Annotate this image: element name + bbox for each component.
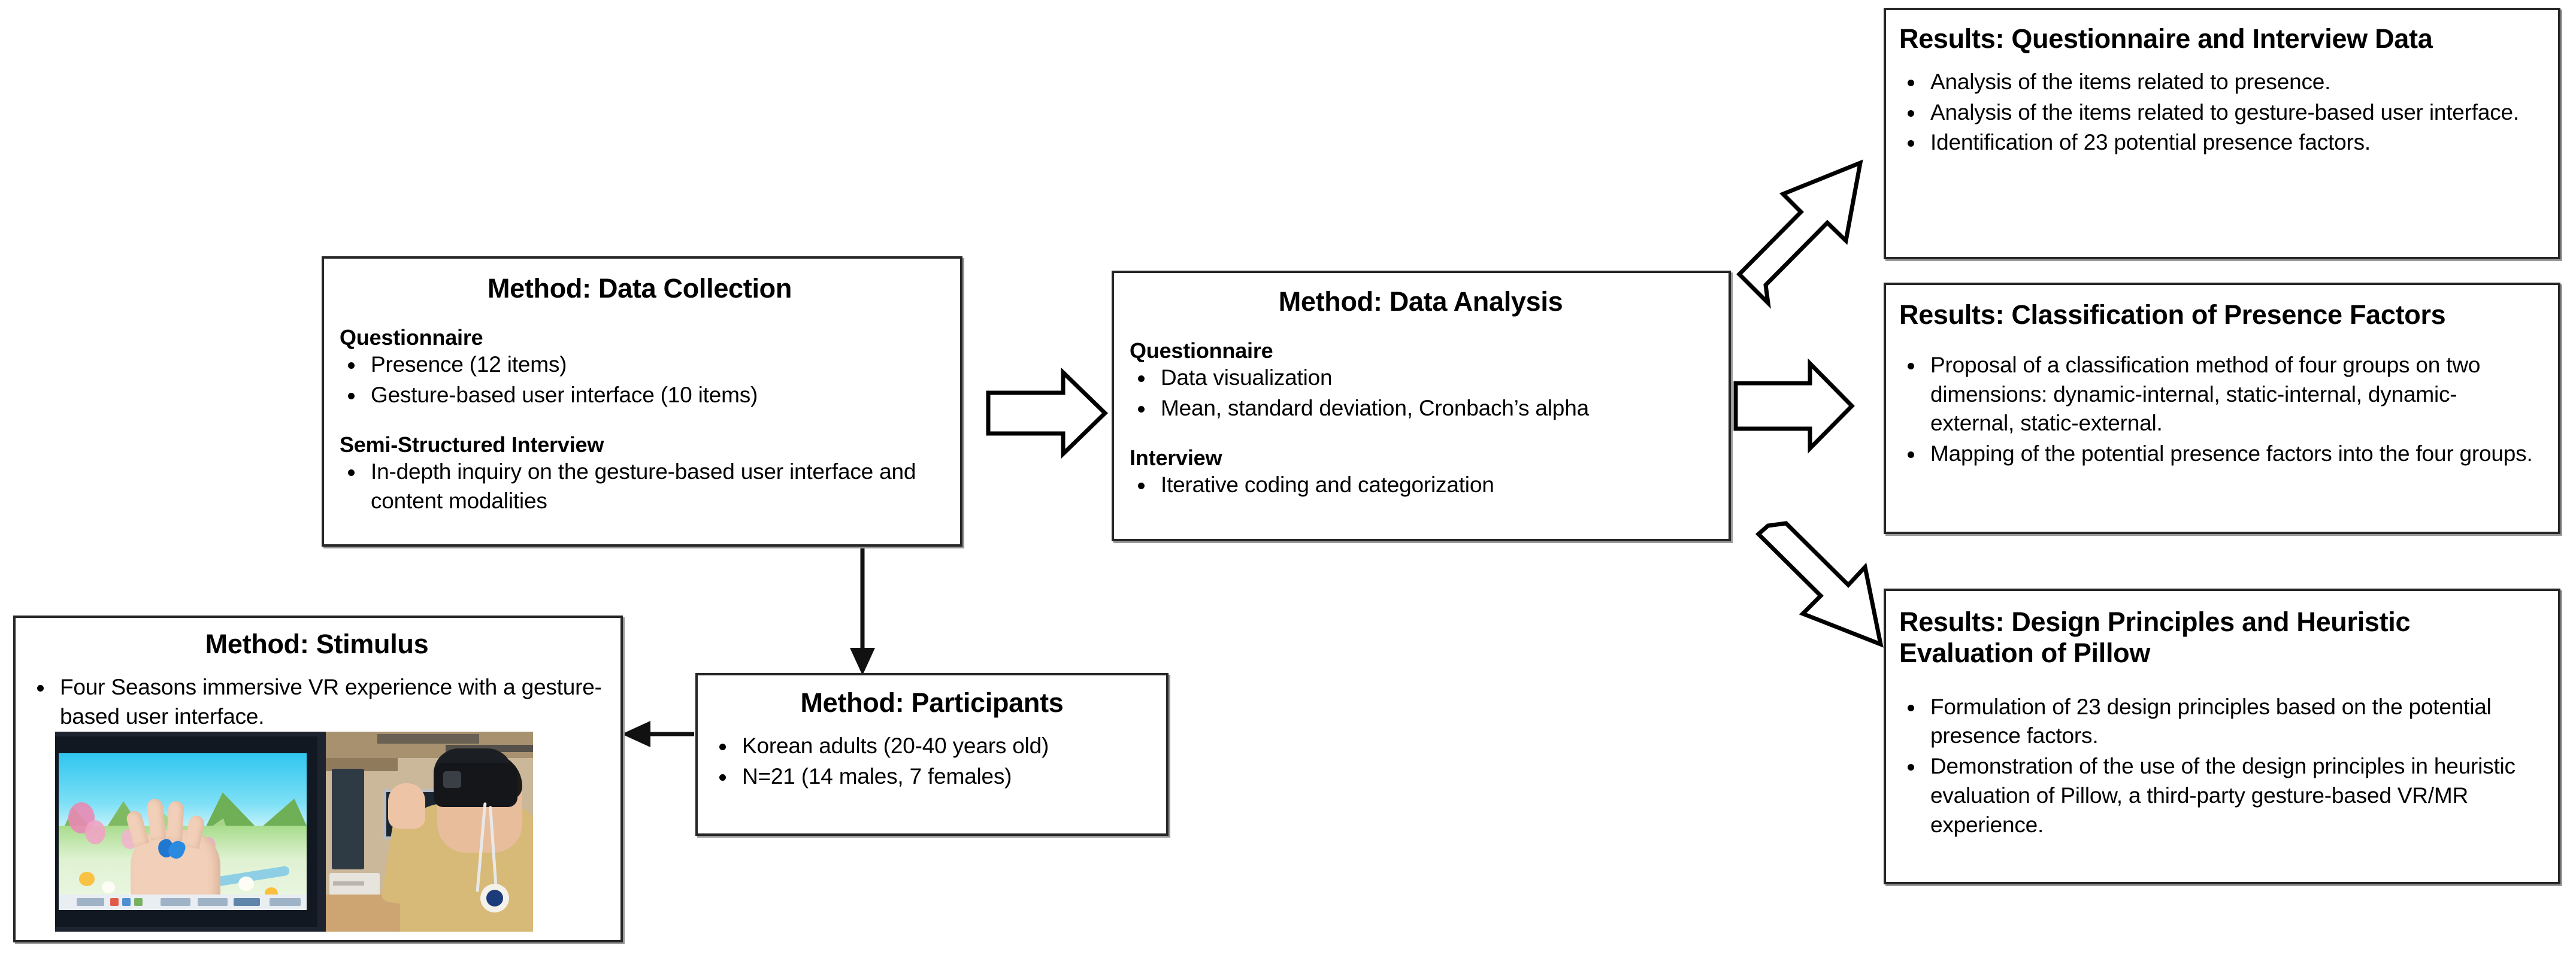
vr-scene-flower: [102, 881, 115, 893]
node-participants-title: Method: Participants: [800, 687, 1064, 718]
shelf: [377, 734, 479, 744]
bullet-list-results-2: Proposal of a classification method of f…: [1899, 351, 2540, 469]
taskbar-chip: [110, 898, 119, 906]
list-item: N=21 (14 males, 7 females): [711, 762, 1153, 792]
node-results-classification: Results: Classification of Presence Fact…: [1884, 283, 2560, 534]
node-participants: Method: Participants Korean adults (20-4…: [695, 673, 1169, 836]
vr-headset-sensor: [443, 771, 461, 788]
monitor-taskbar: [59, 895, 307, 910]
hoodie-logo-patch: [480, 884, 509, 912]
list-item: Demonstration of the use of the design p…: [1899, 752, 2540, 839]
list-item: Korean adults (20-40 years old): [711, 732, 1153, 761]
monitor-screen: [59, 753, 307, 910]
list-item: Presence (12 items): [340, 350, 940, 380]
list-item: Data visualization: [1130, 363, 1712, 393]
taskbar-chip: [122, 898, 131, 906]
node-results-design-principles-title: Results: Design Principles and Heuristic…: [1899, 607, 2411, 668]
subheading-semi-structured-interview: Semi-Structured Interview: [340, 432, 604, 457]
vr-scene-flower: [79, 872, 95, 886]
list-item: Analysis of the items related to presenc…: [1899, 68, 2540, 97]
arrow-analysis-to-results-3: [1755, 521, 1884, 648]
printer-slot: [333, 881, 364, 886]
subheading-questionnaire: Questionnaire: [340, 325, 483, 350]
taskbar-chip: [134, 898, 143, 906]
list-item: Proposal of a classification method of f…: [1899, 351, 2540, 438]
list-item: Iterative coding and categorization: [1130, 471, 1712, 500]
taskbar-chip: [198, 898, 228, 906]
taskbar-chip: [161, 898, 190, 906]
list-item: Analysis of the items related to gesture…: [1899, 98, 2540, 128]
bullet-list-results-3: Formulation of 23 design principles base…: [1899, 693, 2540, 840]
node-data-analysis: Method: Data Analysis Questionnaire Data…: [1112, 271, 1731, 541]
list-item: Mean, standard deviation, Cronbach’s alp…: [1130, 394, 1712, 423]
list-item: Gesture-based user interface (10 items): [340, 381, 940, 410]
vr-scene-blossom: [85, 820, 105, 844]
subheading-questionnaire: Questionnaire: [1130, 338, 1273, 363]
taskbar-chip: [77, 898, 104, 906]
node-results-questionnaire-interview-title: Results: Questionnaire and Interview Dat…: [1899, 23, 2433, 54]
node-results-questionnaire-interview: Results: Questionnaire and Interview Dat…: [1884, 8, 2560, 259]
node-stimulus-title: Method: Stimulus: [205, 629, 429, 659]
vr-scene-flower: [238, 877, 254, 891]
wall-panel: [326, 758, 398, 771]
photo-content: [55, 732, 533, 932]
arrow-analysis-to-results-2: [1733, 358, 1855, 454]
bullet-list-results-1: Analysis of the items related to presenc…: [1899, 68, 2540, 157]
node-results-classification-title: Results: Classification of Presence Fact…: [1899, 299, 2446, 330]
bullet-list-semi-structured-interview: In-depth inquiry on the gesture-based us…: [340, 457, 940, 516]
node-data-analysis-title: Method: Data Analysis: [1278, 286, 1563, 317]
list-item: Formulation of 23 design principles base…: [1899, 693, 2540, 751]
subheading-interview: Interview: [1130, 445, 1222, 470]
computer-tower: [332, 769, 364, 869]
arrow-participants-to-stimulus-head: [622, 721, 650, 747]
list-item: Identification of 23 potential presence …: [1899, 128, 2540, 157]
bullet-list-questionnaire: Presence (12 items) Gesture-based user i…: [340, 350, 940, 410]
taskbar-chip: [270, 898, 301, 906]
node-data-collection: Method: Data Collection Questionnaire Pr…: [322, 256, 962, 547]
photo-room: [326, 732, 533, 932]
vr-virtual-finger: [167, 801, 184, 841]
stimulus-photo: [55, 732, 533, 932]
bullet-list-questionnaire: Data visualization Mean, standard deviat…: [1130, 363, 1712, 423]
arrow-collection-to-analysis: [986, 367, 1109, 459]
bullet-list-stimulus: Four Seasons immersive VR experience wit…: [29, 673, 605, 732]
vr-butterfly: [155, 837, 187, 861]
participant-hand: [388, 783, 425, 829]
bullet-list-interview: Iterative coding and categorization: [1130, 471, 1712, 500]
list-item: Mapping of the potential presence factor…: [1899, 439, 2540, 469]
node-results-design-principles: Results: Design Principles and Heuristic…: [1884, 589, 2560, 884]
bullet-list-participants: Korean adults (20-40 years old) N=21 (14…: [711, 732, 1153, 792]
list-item: Four Seasons immersive VR experience wit…: [29, 673, 605, 732]
arrow-analysis-to-results-1: [1736, 159, 1863, 309]
arrow-collection-to-participants-head: [850, 648, 875, 675]
list-item: In-depth inquiry on the gesture-based us…: [340, 457, 940, 516]
node-data-collection-title: Method: Data Collection: [487, 273, 792, 304]
taskbar-chip: [234, 898, 260, 906]
